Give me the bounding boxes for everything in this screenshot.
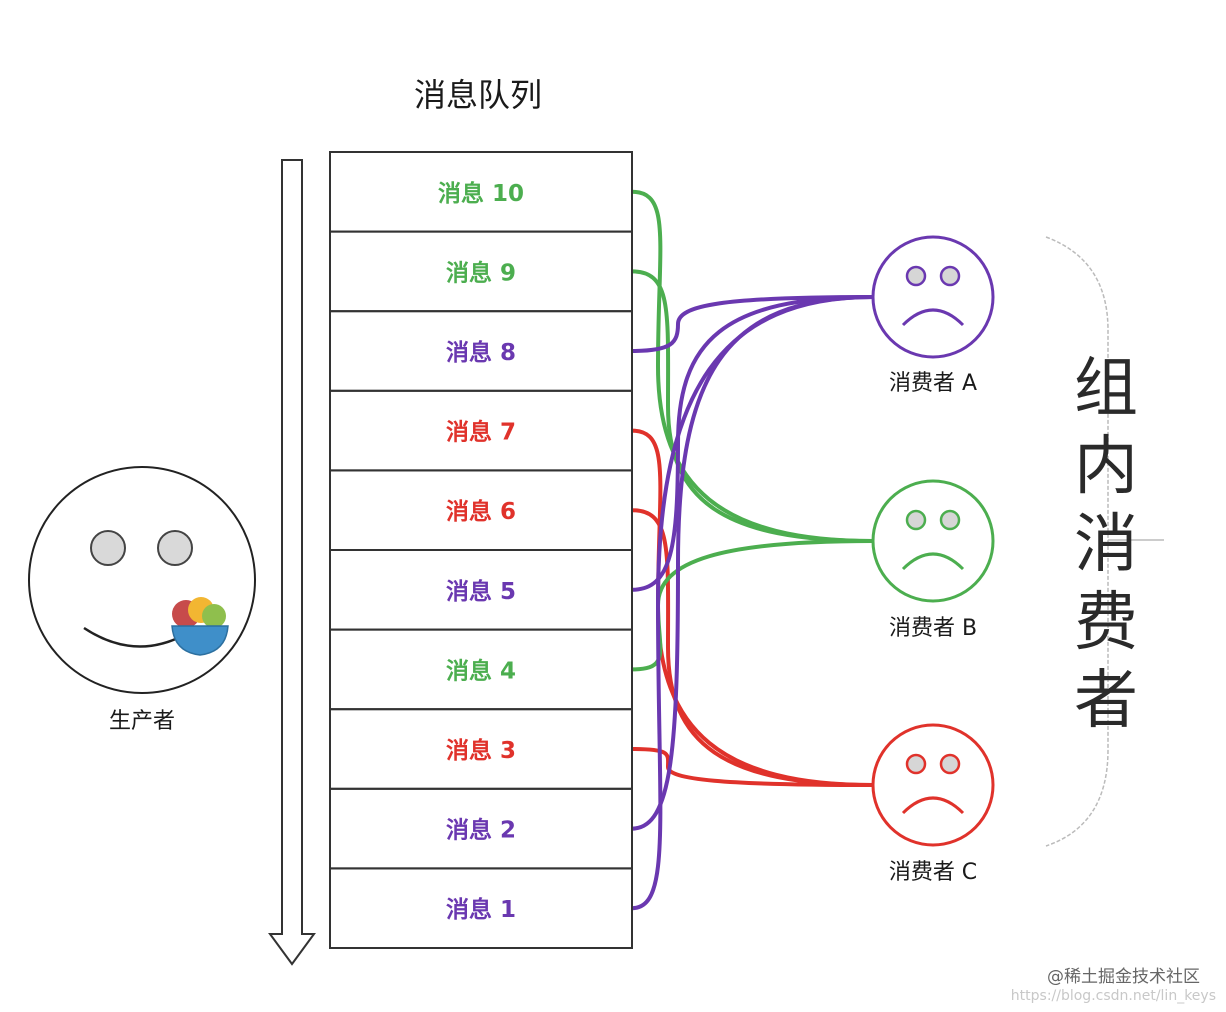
message-queue: 消息 10 消息 9 消息 8 消息 7 消息 6 消息 5 消息 4 消息 3 消息 2 消息 … bbox=[329, 151, 633, 950]
sad-face-icon bbox=[871, 479, 995, 603]
queue-row: 消息 4 bbox=[329, 628, 633, 711]
consumer: 消费者 A bbox=[871, 235, 995, 396]
producer-label: 生产者 bbox=[109, 709, 175, 734]
watermark-brand: @稀土掘金技术社区 bbox=[1047, 967, 1200, 987]
message-label: 消息 9 bbox=[446, 259, 516, 286]
group-label-char: 消 bbox=[1074, 508, 1138, 582]
sad-face-icon bbox=[871, 235, 995, 359]
producer: 生产者 bbox=[28, 466, 256, 734]
consumer-label: 消费者 A bbox=[889, 371, 977, 396]
connection-line bbox=[630, 295, 875, 353]
queue-row: 消息 6 bbox=[329, 469, 633, 551]
group-label-char: 组 bbox=[1074, 352, 1138, 426]
group-label-char: 者 bbox=[1074, 664, 1138, 738]
message-label: 消息 3 bbox=[446, 737, 516, 764]
message-label: 消息 8 bbox=[446, 339, 516, 366]
connection-line bbox=[630, 269, 875, 543]
queue-row: 消息 5 bbox=[329, 549, 633, 631]
group-label-char: 费 bbox=[1074, 586, 1138, 660]
message-label: 消息 2 bbox=[446, 817, 516, 844]
queue-row: 消息 1 bbox=[329, 867, 633, 950]
message-label: 消息 10 bbox=[438, 180, 524, 207]
message-label: 消息 6 bbox=[446, 498, 516, 525]
queue-title: 消息队列 bbox=[414, 76, 542, 114]
consumer-label: 消费者 B bbox=[889, 616, 977, 641]
group-label-char: 内 bbox=[1074, 430, 1138, 504]
consumer-label: 消费者 C bbox=[889, 860, 977, 885]
connection-line bbox=[630, 508, 875, 787]
flow-direction-arrow-icon bbox=[268, 159, 316, 966]
smiley-face-icon bbox=[28, 466, 256, 694]
connection-line bbox=[630, 747, 875, 787]
sad-face-icon bbox=[871, 723, 995, 847]
watermark-url: https://blog.csdn.net/lin_keys bbox=[1011, 988, 1216, 1004]
connection-line bbox=[630, 295, 875, 911]
fruit-bowl-icon bbox=[171, 597, 229, 656]
consumer-group-bracket bbox=[1045, 236, 1164, 847]
message-label: 消息 5 bbox=[446, 578, 516, 605]
consumer: 消费者 B bbox=[871, 479, 995, 641]
message-label: 消息 1 bbox=[446, 896, 516, 923]
connection-lines bbox=[630, 189, 875, 911]
queue-cell bbox=[329, 867, 633, 950]
connection-line bbox=[630, 189, 875, 543]
message-label: 消息 7 bbox=[446, 419, 516, 446]
connection-line bbox=[630, 295, 875, 592]
consumers: 消费者 A 消费者 B 消费者 C bbox=[871, 235, 995, 885]
consumer: 消费者 C bbox=[871, 723, 995, 885]
message-label: 消息 4 bbox=[446, 657, 516, 684]
